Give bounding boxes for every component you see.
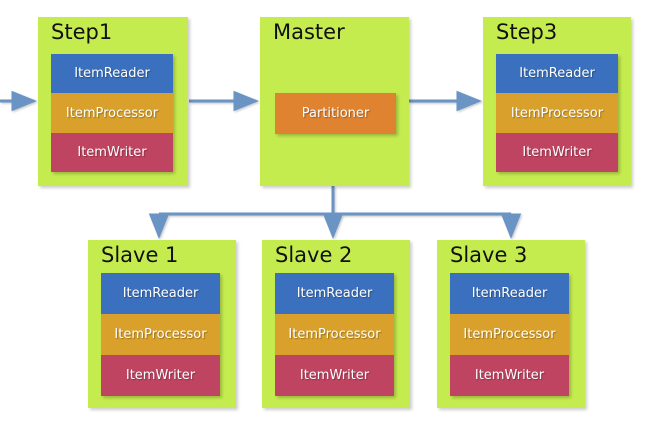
band-item-reader[interactable]: ItemReader bbox=[496, 54, 618, 93]
node-slave1-band-stack: ItemReader ItemProcessor ItemWriter bbox=[101, 273, 220, 396]
node-slave3[interactable]: Slave 3 ItemReader ItemProcessor ItemWri… bbox=[437, 240, 585, 408]
node-step1[interactable]: Step1 ItemReader ItemProcessor ItemWrite… bbox=[38, 17, 188, 186]
node-master[interactable]: Master Partitioner bbox=[260, 17, 409, 186]
node-master-partitioner[interactable]: Partitioner bbox=[275, 93, 396, 134]
node-step3-band-stack: ItemReader ItemProcessor ItemWriter bbox=[496, 54, 618, 172]
band-item-writer[interactable]: ItemWriter bbox=[275, 355, 394, 396]
node-slave2[interactable]: Slave 2 ItemReader ItemProcessor ItemWri… bbox=[262, 240, 410, 408]
node-slave2-band-stack: ItemReader ItemProcessor ItemWriter bbox=[275, 273, 394, 396]
node-step3-title: Step3 bbox=[496, 20, 558, 44]
band-item-processor[interactable]: ItemProcessor bbox=[101, 314, 220, 355]
band-item-writer[interactable]: ItemWriter bbox=[450, 355, 569, 396]
band-item-reader[interactable]: ItemReader bbox=[101, 273, 220, 314]
band-item-processor[interactable]: ItemProcessor bbox=[450, 314, 569, 355]
band-item-reader[interactable]: ItemReader bbox=[51, 54, 173, 93]
node-slave3-title: Slave 3 bbox=[450, 243, 528, 267]
node-slave1[interactable]: Slave 1 ItemReader ItemProcessor ItemWri… bbox=[88, 240, 236, 408]
node-step1-title: Step1 bbox=[51, 20, 113, 44]
band-item-writer[interactable]: ItemWriter bbox=[101, 355, 220, 396]
band-item-writer[interactable]: ItemWriter bbox=[51, 133, 173, 172]
band-item-processor[interactable]: ItemProcessor bbox=[51, 93, 173, 133]
node-step1-band-stack: ItemReader ItemProcessor ItemWriter bbox=[51, 54, 173, 172]
band-item-processor[interactable]: ItemProcessor bbox=[496, 93, 618, 133]
node-slave3-band-stack: ItemReader ItemProcessor ItemWriter bbox=[450, 273, 569, 396]
node-master-title: Master bbox=[273, 20, 345, 44]
band-item-writer[interactable]: ItemWriter bbox=[496, 133, 618, 172]
band-item-reader[interactable]: ItemReader bbox=[450, 273, 569, 314]
band-item-reader[interactable]: ItemReader bbox=[275, 273, 394, 314]
node-step3[interactable]: Step3 ItemReader ItemProcessor ItemWrite… bbox=[483, 17, 631, 186]
node-slave2-title: Slave 2 bbox=[275, 243, 353, 267]
band-item-processor[interactable]: ItemProcessor bbox=[275, 314, 394, 355]
node-slave1-title: Slave 1 bbox=[101, 243, 179, 267]
